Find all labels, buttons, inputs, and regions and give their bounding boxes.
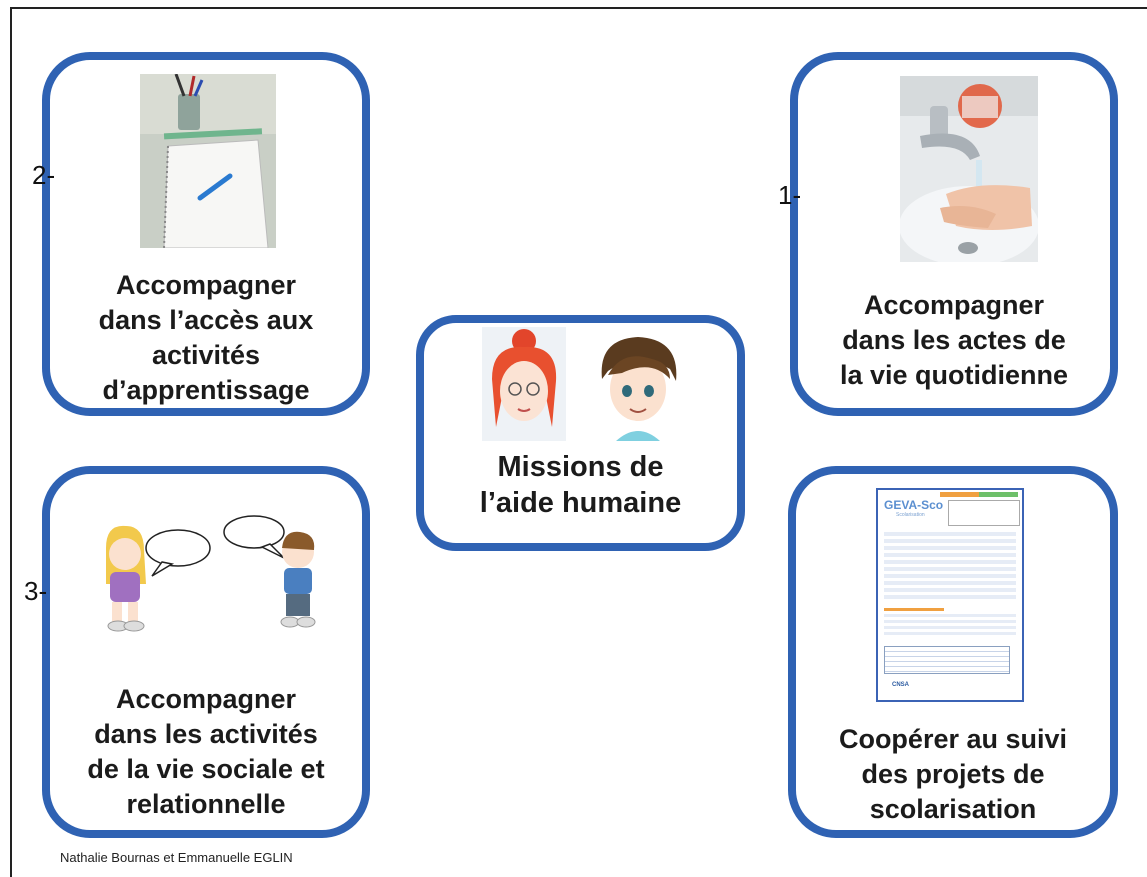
document-logo: GEVA-Sco Scolarisation [884, 498, 944, 518]
document-footer-logo: CNSA [892, 682, 910, 688]
number-1: 1- [778, 180, 802, 210]
page-frame [10, 7, 1147, 877]
children-talking-illustration [106, 515, 316, 632]
card-missions-center: Missions de l’aide humaine [416, 315, 745, 551]
card-daily-life: Accompagner dans les actes de la vie quo… [790, 52, 1118, 416]
card-social-label: Accompagner dans les activités de la vie… [87, 684, 325, 819]
card-learning-activities: Accompagner dans l’accès aux activités d… [42, 52, 370, 416]
handwashing-photo [900, 76, 1038, 262]
card-daily-label: Accompagner dans les actes de la vie quo… [839, 290, 1069, 390]
author-credit: Nathalie Bournas et Emmanuelle EGLIN [60, 850, 293, 865]
number-3: 3- [24, 576, 48, 606]
girl-avatar-icon [482, 327, 566, 441]
number-2: 2- [32, 160, 56, 190]
card-learning-label: Accompagner dans l’accès aux activités d… [98, 270, 314, 405]
card-school-projects: GEVA-Sco Scolarisation CNSA Coopérer au … [788, 466, 1118, 838]
card-missions-label: Missions de l’aide humaine [479, 451, 682, 519]
card-school-label: Coopérer au suivi des projets de scolari… [838, 724, 1068, 824]
boy-avatar-icon [601, 337, 677, 441]
notebook-pens-photo [140, 74, 276, 248]
document-top-bar [940, 492, 1018, 497]
card-social-activities: Accompagner dans les activités de la vie… [42, 466, 370, 838]
geva-sco-document: GEVA-Sco Scolarisation CNSA [876, 488, 1024, 702]
